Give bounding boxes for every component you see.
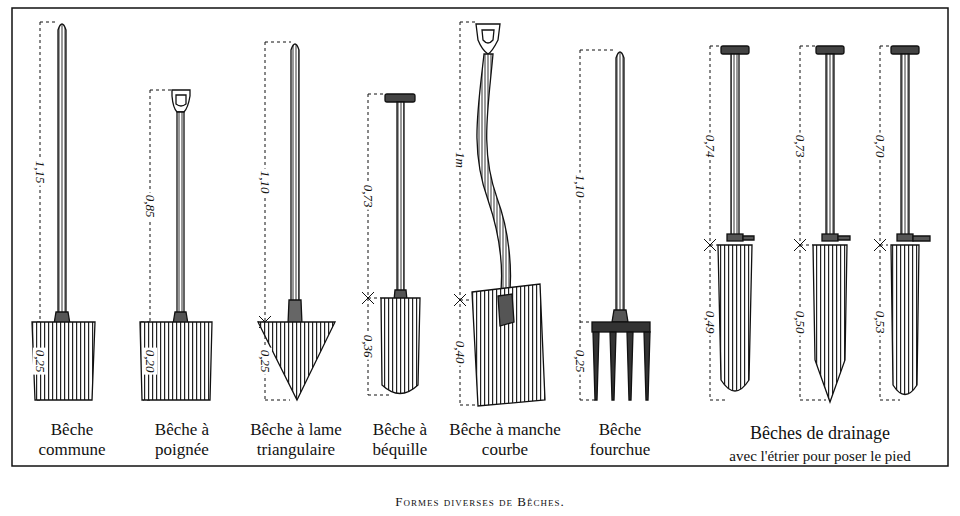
- tool-name: Bêche fourchue: [570, 420, 670, 460]
- frame: [12, 8, 948, 466]
- dimension-label: 0,73: [361, 183, 375, 210]
- tool-name: Bêche commune: [22, 420, 122, 460]
- dimension-marks: [259, 239, 886, 328]
- dimension-label: 1,10: [573, 173, 587, 200]
- tool-name: Bêche à béquille: [352, 420, 448, 460]
- dimension-label: 0,25: [33, 348, 47, 375]
- dimension-label: 0,74: [703, 133, 717, 160]
- dimension-label: 0,25: [258, 348, 272, 375]
- dimension-label: 1m: [453, 150, 467, 170]
- spades: [32, 24, 930, 406]
- dimension-label: 0,20: [143, 348, 157, 375]
- tool-name: Bêche à lame triangulaire: [232, 420, 360, 460]
- dimension-label: 0,36: [361, 333, 375, 360]
- dimension-lines: [36, 22, 900, 405]
- dimension-label: 0,85: [143, 193, 157, 220]
- dimension-label: 0,49: [703, 309, 717, 336]
- tool-name: avec l'étrier pour poser le pied: [670, 446, 960, 466]
- tool-name: Bêche à manche courbe: [443, 420, 567, 460]
- dimension-label: 0,50: [793, 309, 807, 336]
- tool-name: Bêches de drainage: [680, 423, 960, 443]
- dimension-label: 1,10: [258, 169, 272, 196]
- dimension-label: 0,70: [873, 133, 887, 160]
- dimension-label: 0,40: [453, 339, 467, 366]
- tool-name: Bêche à poignée: [132, 420, 232, 460]
- dimension-label: 1,15: [33, 159, 47, 186]
- dimension-label: 0,25: [573, 348, 587, 375]
- dimension-label: 0,53: [873, 309, 887, 336]
- dimension-label: 0,73: [793, 133, 807, 160]
- figure-caption: Formes diverses de Bêches.: [395, 494, 564, 510]
